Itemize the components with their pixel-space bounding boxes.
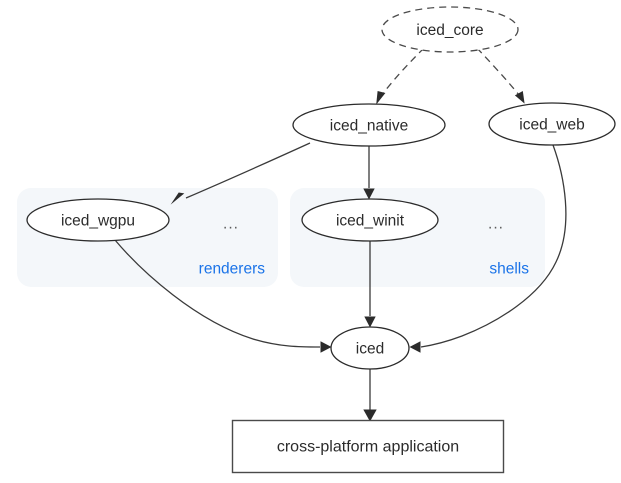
iced-core-label: iced_core — [416, 22, 483, 39]
iced-core-ellipse — [381, 6, 519, 53]
application-label: cross-platform application — [277, 439, 459, 456]
node-iced-wgpu[interactable]: iced_wgpu — [26, 198, 170, 242]
arrowhead-iced-core-to-iced-native — [376, 91, 386, 105]
arrowhead-iced-winit-to-iced — [364, 316, 376, 328]
iced-web-ellipse — [488, 102, 616, 146]
iced-native-label: iced_native — [330, 118, 408, 135]
shells-ellipsis: ... — [488, 216, 504, 233]
cluster-label-renderers: renderers — [199, 261, 266, 278]
iced-native-ellipse — [292, 103, 446, 147]
edge-iced-web-to-iced — [420, 144, 567, 348]
node-iced[interactable]: iced — [330, 326, 410, 370]
iced-wgpu-label: iced_wgpu — [61, 213, 135, 230]
node-iced-native[interactable]: iced_native — [292, 103, 446, 147]
iced-winit-ellipse — [301, 198, 439, 242]
arrowhead-iced-native-to-iced-winit — [363, 188, 375, 200]
arrowhead-iced-to-application — [363, 409, 377, 422]
renderers-ellipsis: ... — [223, 216, 239, 233]
arrowhead-iced-web-to-iced — [409, 341, 421, 353]
arrowhead-iced-native-to-iced-wgpu — [170, 192, 185, 205]
iced-label: iced — [356, 341, 384, 358]
application-box — [231, 419, 505, 474]
iced-ellipse — [330, 326, 410, 370]
node-cross-platform-application[interactable]: cross-platform application — [231, 419, 505, 474]
edge-iced-wgpu-to-iced — [114, 239, 321, 348]
edge-iced-native-to-iced-wgpu — [185, 142, 311, 199]
node-iced-web[interactable]: iced_web — [488, 102, 616, 146]
node-iced-core[interactable]: iced_core — [381, 6, 519, 53]
iced-wgpu-ellipse — [26, 198, 170, 242]
edge-iced-core-to-iced-web — [476, 47, 520, 96]
cluster-label-shells: shells — [489, 261, 529, 278]
arrowhead-iced-wgpu-to-iced — [320, 341, 332, 353]
node-iced-winit[interactable]: iced_winit — [301, 198, 439, 242]
arrowhead-iced-core-to-iced-web — [514, 91, 525, 104]
iced-winit-label: iced_winit — [336, 213, 405, 230]
iced-web-label: iced_web — [519, 117, 585, 134]
edge-iced-core-to-iced-native — [380, 47, 425, 97]
